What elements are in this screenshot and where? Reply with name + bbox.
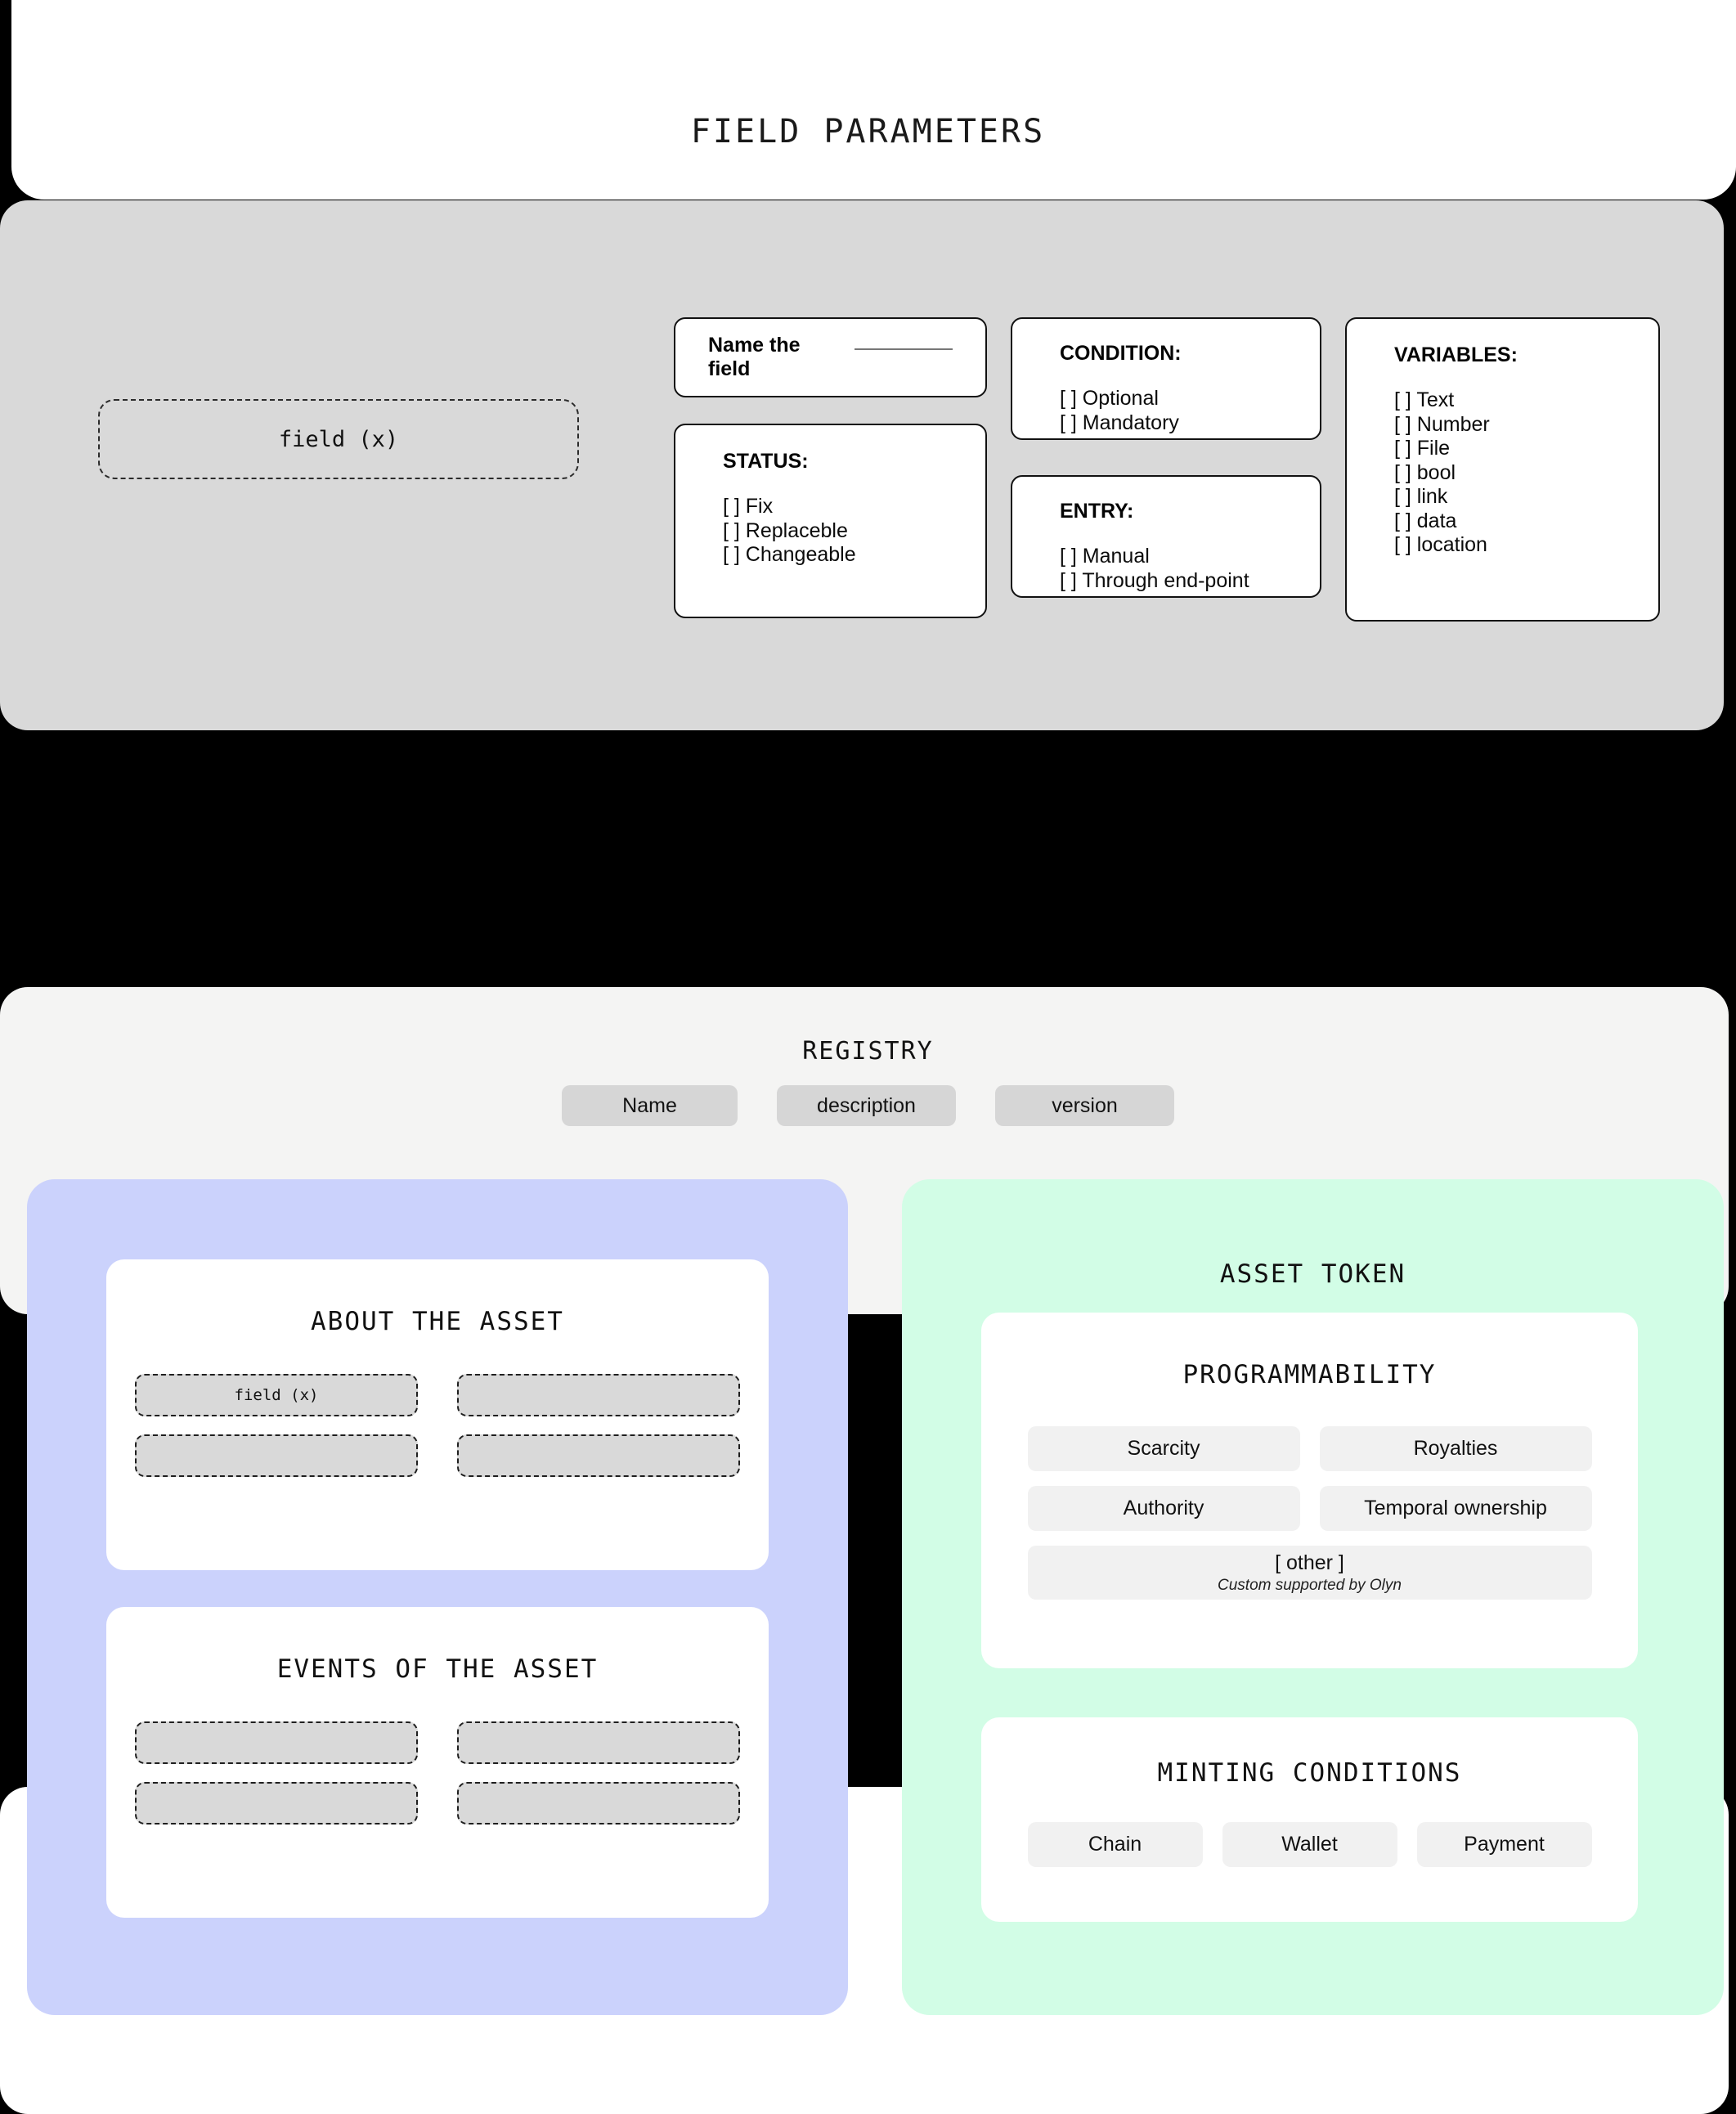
events-slot-1[interactable] [135,1721,418,1764]
programmability-button-other[interactable]: [ other ] Custom supported by Olyn [1027,1546,1592,1600]
about-slot-2[interactable] [457,1374,740,1416]
minting-conditions-card: MINTING CONDITIONS Chain Wallet Payment [981,1717,1638,1922]
about-the-asset-slot-grid: field (x) [135,1374,740,1477]
programmability-other-label: [ other ] [1275,1551,1344,1574]
programmability-button-royalties[interactable]: Royalties [1319,1426,1592,1471]
name-the-field-label: Name the field [708,334,801,380]
minting-conditions-title: MINTING CONDITIONS [1157,1758,1462,1788]
variables-option-bool[interactable]: [ ] bool [1394,460,1456,484]
field-chip-label: field (x) [278,426,399,452]
events-of-the-asset-card: EVENTS OF THE ASSET [106,1607,769,1918]
events-slot-3[interactable] [135,1782,418,1825]
events-of-the-asset-slot-grid [135,1721,740,1825]
condition-options-list: [ ] Optional [ ] Mandatory [1060,387,1272,435]
field-placeholder-chip[interactable]: field (x) [98,399,579,479]
variables-option-link[interactable]: [ ] link [1394,485,1448,508]
header-panel [11,0,1736,200]
about-slot-1[interactable]: field (x) [135,1374,418,1416]
programmability-button-scarcity[interactable]: Scarcity [1027,1426,1300,1471]
programmability-button-authority[interactable]: Authority [1027,1486,1300,1531]
entry-card-heading: ENTRY: [1060,500,1134,523]
about-slot-4[interactable] [457,1434,740,1477]
variables-option-location[interactable]: [ ] location [1394,533,1487,556]
entry-option-manual[interactable]: [ ] Manual [1060,545,1150,568]
variables-option-number[interactable]: [ ] Number [1394,412,1490,436]
condition-option-mandatory[interactable]: [ ] Mandatory [1060,411,1179,434]
entry-card: ENTRY: [ ] Manual [ ] Through end-point [1011,475,1321,598]
status-option-fix[interactable]: [ ] Fix [723,495,774,518]
minting-button-payment[interactable]: Payment [1416,1822,1592,1867]
registry-pill-description[interactable]: description [777,1085,956,1126]
registry-pill-name[interactable]: Name [562,1085,738,1126]
asset-token-title: ASSET TOKEN [1219,1259,1406,1289]
about-the-asset-card: ABOUT THE ASSET field (x) [106,1259,769,1570]
status-option-changeable[interactable]: [ ] Changeable [723,543,856,566]
name-the-field-card[interactable]: Name the field [674,317,987,397]
variables-option-data[interactable]: [ ] data [1394,509,1457,532]
programmability-other-subtitle: Custom supported by Olyn [1218,1576,1402,1594]
entry-options-list: [ ] Manual [ ] Through end-point [1060,545,1272,593]
status-card-heading: STATUS: [723,450,809,473]
minting-button-chain[interactable]: Chain [1027,1822,1203,1867]
minting-conditions-button-row: Chain Wallet Payment [1027,1822,1592,1867]
about-slot-3[interactable] [135,1434,418,1477]
entry-option-through-end-point[interactable]: [ ] Through end-point [1060,568,1249,592]
condition-card-heading: CONDITION: [1060,342,1182,365]
page-title: FIELD PARAMETERS [690,113,1046,150]
variables-option-text[interactable]: [ ] Text [1394,388,1455,411]
registry-pill-version[interactable]: version [995,1085,1174,1126]
condition-option-optional[interactable]: [ ] Optional [1060,387,1159,410]
variables-card: VARIABLES: [ ] Text [ ] Number [ ] File … [1345,317,1660,622]
status-options-list: [ ] Fix [ ] Replaceble [ ] Changeable [723,495,938,568]
programmability-card: PROGRAMMABILITY Scarcity Royalties Autho… [981,1313,1638,1668]
variables-card-heading: VARIABLES: [1394,343,1518,366]
registry-title: REGISTRY [802,1037,934,1066]
minting-button-wallet[interactable]: Wallet [1222,1822,1397,1867]
status-card: STATUS: [ ] Fix [ ] Replaceble [ ] Chang… [674,424,987,618]
programmability-button-grid: Scarcity Royalties Authority Temporal ow… [1027,1426,1592,1600]
events-of-the-asset-title: EVENTS OF THE ASSET [276,1654,599,1684]
variables-options-list: [ ] Text [ ] Number [ ] File [ ] bool [ … [1394,388,1611,558]
name-the-field-input-blank[interactable] [854,348,953,350]
condition-card: CONDITION: [ ] Optional [ ] Mandatory [1011,317,1321,440]
status-option-replaceble[interactable]: [ ] Replaceble [723,518,848,542]
variables-option-file[interactable]: [ ] File [1394,437,1451,460]
programmability-button-temporal-ownership[interactable]: Temporal ownership [1319,1486,1592,1531]
registry-pill-group: Name description version [0,1085,1736,1126]
events-slot-4[interactable] [457,1782,740,1825]
events-slot-2[interactable] [457,1721,740,1764]
about-the-asset-title: ABOUT THE ASSET [311,1307,564,1336]
programmability-title: PROGRAMMABILITY [1182,1360,1437,1389]
